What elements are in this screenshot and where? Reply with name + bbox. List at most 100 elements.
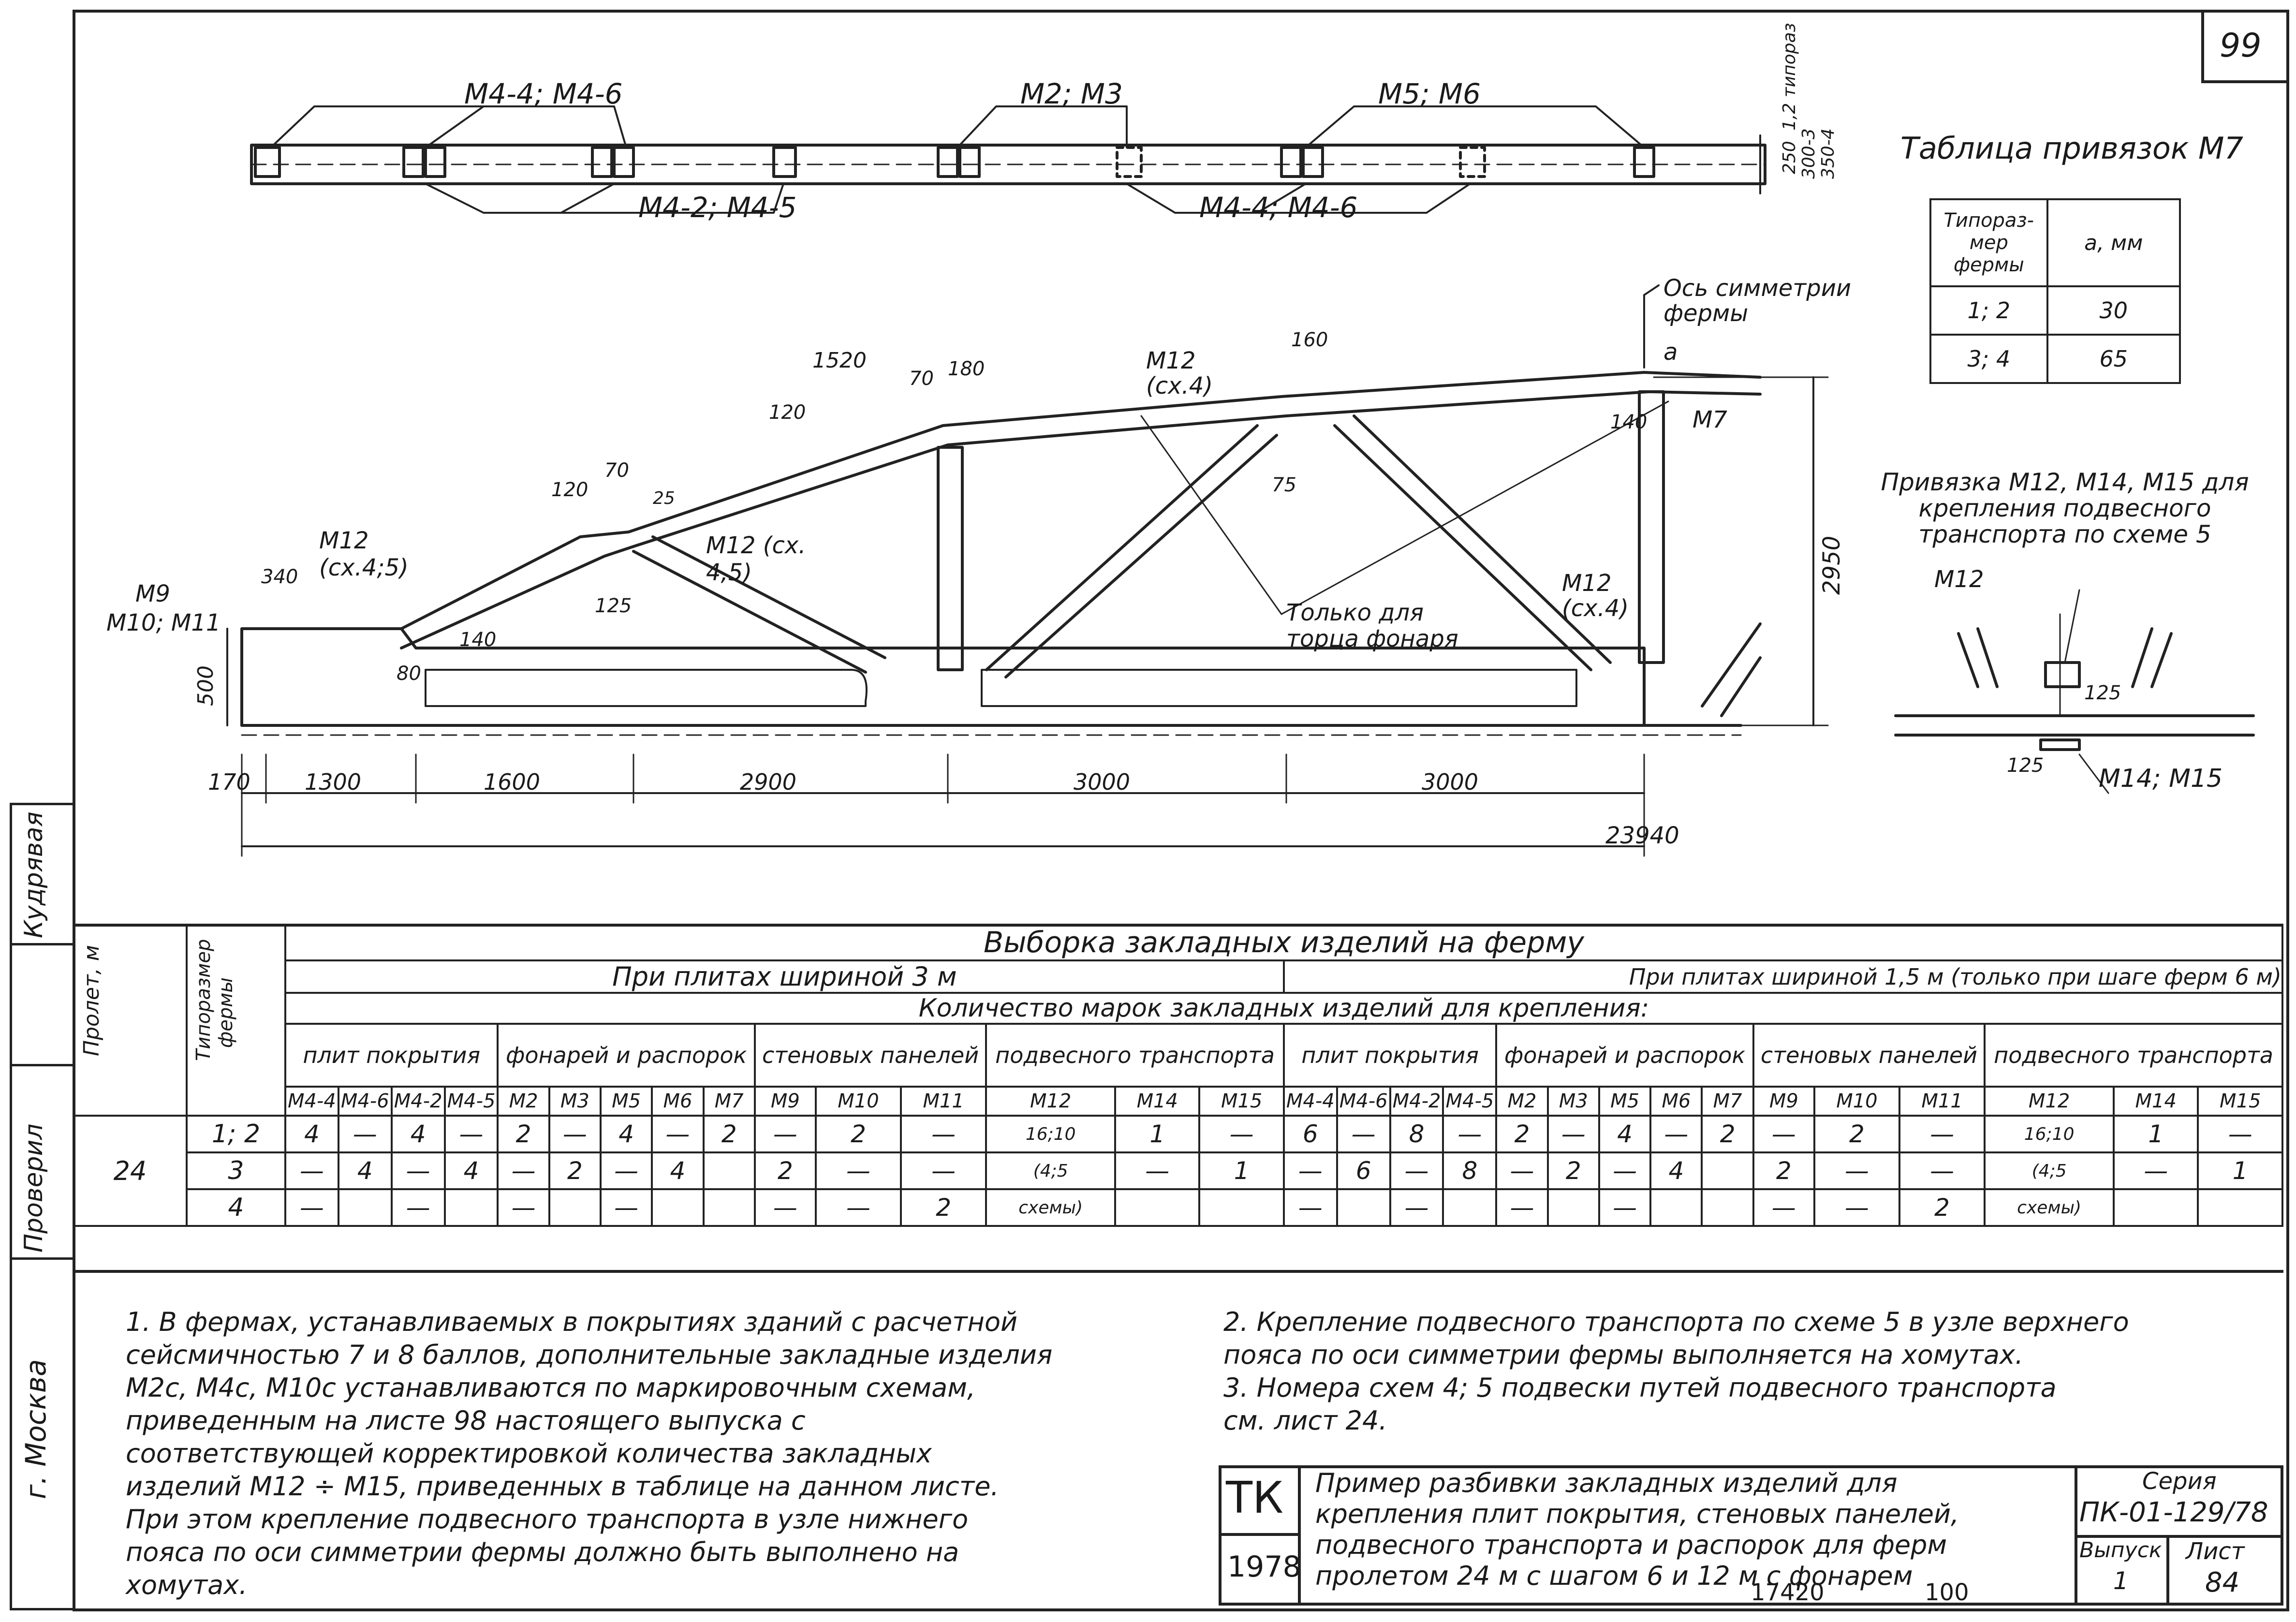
sheet-frame [73, 10, 2289, 1611]
dim-end-height: 500 [193, 665, 218, 706]
footer-code: 100 [1925, 1579, 1969, 1606]
qty-cell: 1 [2197, 1151, 2283, 1190]
type-cell: 1; 2 [185, 1115, 286, 1153]
span-cell: 24 [73, 1115, 188, 1227]
qty-cell: — [599, 1188, 653, 1227]
m7-table-title: Таблица привязок М7 [1900, 131, 2243, 166]
qty-cell: — [1898, 1151, 1986, 1190]
qty-cell: 4 [337, 1151, 393, 1190]
qty-cell: — [1114, 1151, 1201, 1190]
qty-cell: — [390, 1151, 446, 1190]
mark-header: М4-2 [390, 1086, 446, 1117]
qty-cell: 2 [1898, 1188, 1986, 1227]
qty-cell: — [2197, 1115, 2283, 1153]
label-m12-sx45: М12 (сх.4;5) [319, 527, 409, 581]
qty-cell: 2 [900, 1188, 987, 1227]
label-m12-sx4-top: М12 (сх.4) [1146, 347, 1213, 399]
qty-cell: (4;5 [985, 1151, 1117, 1190]
dim: 180 [948, 358, 985, 380]
qty-cell: — [1198, 1115, 1285, 1153]
mark-header: М5 [599, 1086, 653, 1117]
series-value: ПК-01-129/78 [2079, 1497, 2268, 1528]
series-label: Серия [2142, 1468, 2217, 1495]
qty-cell [1649, 1188, 1703, 1227]
qty-cell: 2 [1813, 1115, 1900, 1153]
type-cell: 4 [185, 1188, 286, 1227]
qty-cell [337, 1188, 393, 1227]
footer-code: 17420 [1751, 1579, 1825, 1606]
qty-cell: — [753, 1188, 817, 1227]
label-m9: М9 [135, 580, 170, 607]
notes-left: 1. В фермах, устанавливаемых в покрытиях… [126, 1307, 1053, 1600]
qty-cell [2197, 1188, 2283, 1227]
qty-cell: — [1752, 1188, 1815, 1227]
label-m7: М7 [1693, 406, 1727, 433]
title-block-org-split [1219, 1533, 1301, 1536]
mark-header: М12 [985, 1086, 1117, 1117]
notes-right: 2. Крепление подвесного транспорта по сх… [1223, 1307, 2129, 1436]
qty-cell: — [900, 1115, 987, 1153]
qty-cell: 4 [284, 1115, 339, 1153]
qty-cell: — [651, 1115, 705, 1153]
dim: 160 [1291, 329, 1328, 351]
qty-cell: 1 [2113, 1115, 2199, 1153]
stamp-divider [10, 943, 73, 945]
dim: 1520 [812, 348, 867, 373]
dim: 340 [261, 566, 298, 588]
mark-header: М9 [1752, 1086, 1815, 1117]
qty-cell: 16;10 [1984, 1115, 2115, 1153]
qty-cell: 4 [390, 1115, 446, 1153]
qty-cell: — [337, 1115, 393, 1153]
sheet-number-box [2201, 10, 2289, 83]
qty-cell: — [1336, 1115, 1391, 1153]
qty-cell: — [1389, 1151, 1444, 1190]
mark-header: М11 [1898, 1086, 1986, 1117]
detail-label: 125 [2084, 682, 2121, 704]
year: 1978 [1227, 1550, 1301, 1584]
qty-cell: — [900, 1151, 987, 1190]
mark-header: М14 [2113, 1086, 2199, 1117]
m7-header-type: Типораз-мер фермы [1929, 198, 2048, 287]
plan-label: М4-4; М4-6 [1199, 191, 1358, 224]
qty-cell: 6 [1336, 1151, 1391, 1190]
qty-cell: 2 [1546, 1151, 1600, 1190]
plan-label: М4-4; М4-6 [464, 77, 623, 110]
dim: 75 [1272, 474, 1296, 496]
m7-cell: 65 [2046, 334, 2181, 384]
qty-cell [702, 1151, 756, 1190]
m7-cell: 3; 4 [1929, 334, 2048, 384]
embedded-parts-table: Пролет, м Типоразмер фермы Выборка закла… [73, 924, 2284, 1227]
plan-side-dim: 250 [1780, 141, 1799, 174]
label-m12-sx45-mid: М12 (сх. 4,5) [706, 532, 806, 586]
qty-cell: — [2113, 1151, 2199, 1190]
mark-header: М6 [1649, 1086, 1703, 1117]
mark-header: М7 [1701, 1086, 1754, 1117]
qty-cell: 2 [702, 1115, 756, 1153]
qty-cell: — [390, 1188, 446, 1227]
dim-bottom: 3000 [1074, 769, 1131, 795]
table-subtitle: Количество марок закладных изделий для к… [284, 992, 2284, 1025]
stamp-column [10, 803, 75, 1610]
main-table-title: Выборка закладных изделий на ферму [284, 924, 2284, 961]
qty-cell: — [1495, 1151, 1549, 1190]
dim-bottom: 3000 [1422, 769, 1479, 795]
qty-cell: — [497, 1188, 550, 1227]
qty-cell: 2 [814, 1115, 902, 1153]
label-a: а [1663, 339, 1678, 366]
mark-header: М4-2 [1389, 1086, 1444, 1117]
truss-elevation [226, 284, 1829, 857]
dim-bottom: 170 [208, 769, 250, 795]
plan-label: М4-2; М4-5 [638, 191, 797, 224]
m7-header-a: а, мм [2046, 198, 2181, 287]
detail-label: М12 [1934, 566, 1984, 593]
qty-cell [651, 1188, 705, 1227]
qty-cell: 6 [1282, 1115, 1338, 1153]
dim: 25 [653, 488, 675, 508]
qty-cell: — [284, 1188, 339, 1227]
qty-cell [1701, 1188, 1754, 1227]
type-cell: 3 [185, 1151, 286, 1190]
col-type-header: Типоразмер фермы [185, 924, 286, 1117]
qty-cell: — [443, 1115, 499, 1153]
